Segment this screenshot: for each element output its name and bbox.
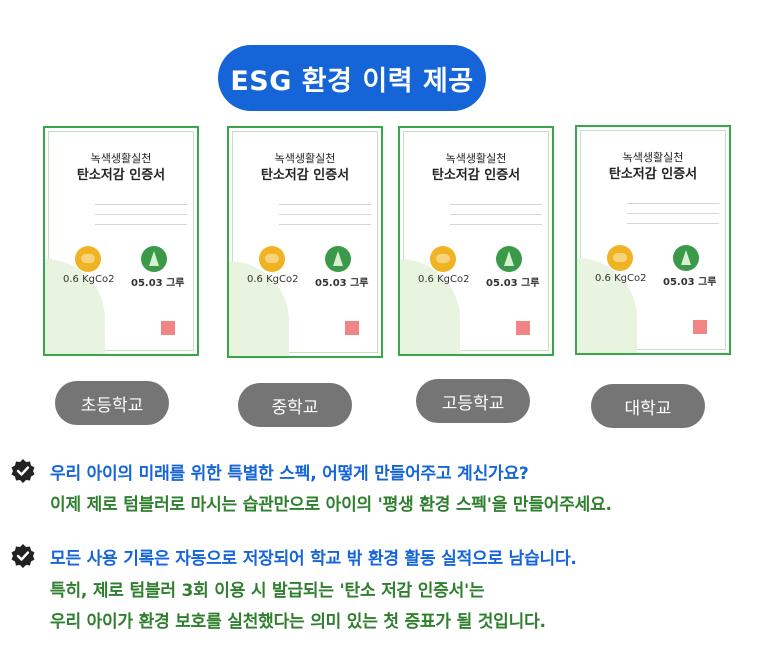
co2-value: 0.6 KgCo2 bbox=[418, 274, 470, 285]
check-badge-icon bbox=[11, 544, 35, 568]
tree-value: 05.03 그루 bbox=[131, 278, 185, 289]
tree-icon bbox=[325, 246, 351, 272]
cloud-co2-icon bbox=[75, 246, 101, 272]
certificate-card: 녹색생활실천 탄소저감 인증서 0.6 KgCo2 05.03 그루 bbox=[575, 125, 731, 355]
certificate-heading: 녹색생활실천 bbox=[90, 152, 152, 165]
certificate-card: 녹색생활실천 탄소저감 인증서 0.6 KgCo2 05.03 그루 bbox=[43, 126, 199, 356]
certificate-card: 녹색생활실천 탄소저감 인증서 0.6 KgCo2 05.03 그루 bbox=[398, 126, 554, 356]
tree-icon bbox=[141, 246, 167, 272]
tree-value: 05.03 그루 bbox=[315, 278, 369, 289]
co2-value: 0.6 KgCo2 bbox=[595, 273, 647, 284]
label-high: 고등학교 bbox=[416, 379, 530, 423]
seal-stamp bbox=[693, 320, 707, 334]
paragraph1-line2: 이제 제로 텀블러로 마시는 습관만으로 아이의 '평생 환경 스펙'을 만들어… bbox=[50, 495, 612, 515]
certificate-heading: 녹색생활실천 bbox=[445, 152, 507, 165]
certificate-card: 녹색생활실천 탄소저감 인증서 0.6 KgCo2 05.03 그루 bbox=[227, 126, 383, 358]
label-elementary: 초등학교 bbox=[55, 381, 169, 425]
certificate-title: 탄소저감 인증서 bbox=[431, 168, 521, 183]
page-title: ESG 환경 이력 제공 bbox=[218, 45, 486, 111]
certificate-title: 탄소저감 인증서 bbox=[260, 168, 350, 183]
check-badge-icon bbox=[11, 459, 35, 483]
cloud-co2-icon bbox=[259, 246, 285, 272]
co2-value: 0.6 KgCo2 bbox=[247, 274, 299, 285]
paragraph1-line1: 우리 아이의 미래를 위한 특별한 스펙, 어떻게 만들어주고 계신가요? bbox=[50, 464, 529, 484]
certificate-heading: 녹색생활실천 bbox=[622, 151, 684, 164]
cloud-co2-icon bbox=[607, 245, 633, 271]
tree-icon bbox=[673, 245, 699, 271]
seal-stamp bbox=[161, 321, 175, 335]
tree-value: 05.03 그루 bbox=[663, 277, 717, 288]
paragraph2-line1: 모든 사용 기록은 자동으로 저장되어 학교 밖 환경 활동 실적으로 남습니다… bbox=[50, 549, 577, 569]
certificate-heading: 녹색생활실천 bbox=[274, 152, 336, 165]
seal-stamp bbox=[345, 321, 359, 335]
tree-icon bbox=[496, 246, 522, 272]
certificate-title: 탄소저감 인증서 bbox=[76, 168, 166, 183]
paragraph2-line3: 우리 아이가 환경 보호를 실천했다는 의미 있는 첫 증표가 될 것입니다. bbox=[50, 612, 546, 632]
cloud-co2-icon bbox=[430, 246, 456, 272]
label-university: 대학교 bbox=[591, 384, 705, 428]
co2-value: 0.6 KgCo2 bbox=[63, 274, 115, 285]
seal-stamp bbox=[516, 321, 530, 335]
tree-value: 05.03 그루 bbox=[486, 278, 540, 289]
label-middle: 중학교 bbox=[238, 383, 352, 427]
certificate-title: 탄소저감 인증서 bbox=[608, 167, 698, 182]
paragraph2-line2: 특히, 제로 텀블러 3회 이용 시 발급되는 '탄소 저감 인증서'는 bbox=[50, 581, 485, 601]
